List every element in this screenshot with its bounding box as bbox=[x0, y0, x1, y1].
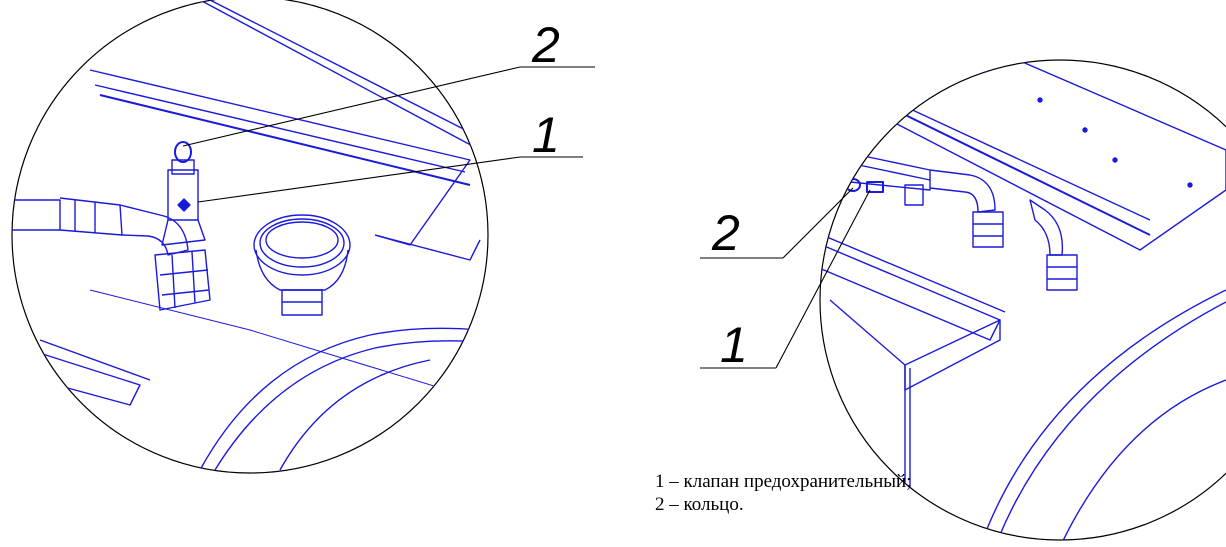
left-detail-view: 2 1 bbox=[11, 0, 595, 474]
legend-item-2: 2 – кольцо. bbox=[655, 494, 744, 515]
legend-item-1: 1 – клапан предохранительный; bbox=[655, 471, 912, 492]
callout-1-right: 1 bbox=[720, 317, 748, 373]
callout-2-left: 2 bbox=[531, 17, 560, 73]
legend: 1 – клапан предохранительный; 2 – кольцо… bbox=[655, 470, 912, 516]
callout-2-right: 2 bbox=[711, 205, 740, 261]
callout-1-left: 1 bbox=[532, 107, 560, 163]
